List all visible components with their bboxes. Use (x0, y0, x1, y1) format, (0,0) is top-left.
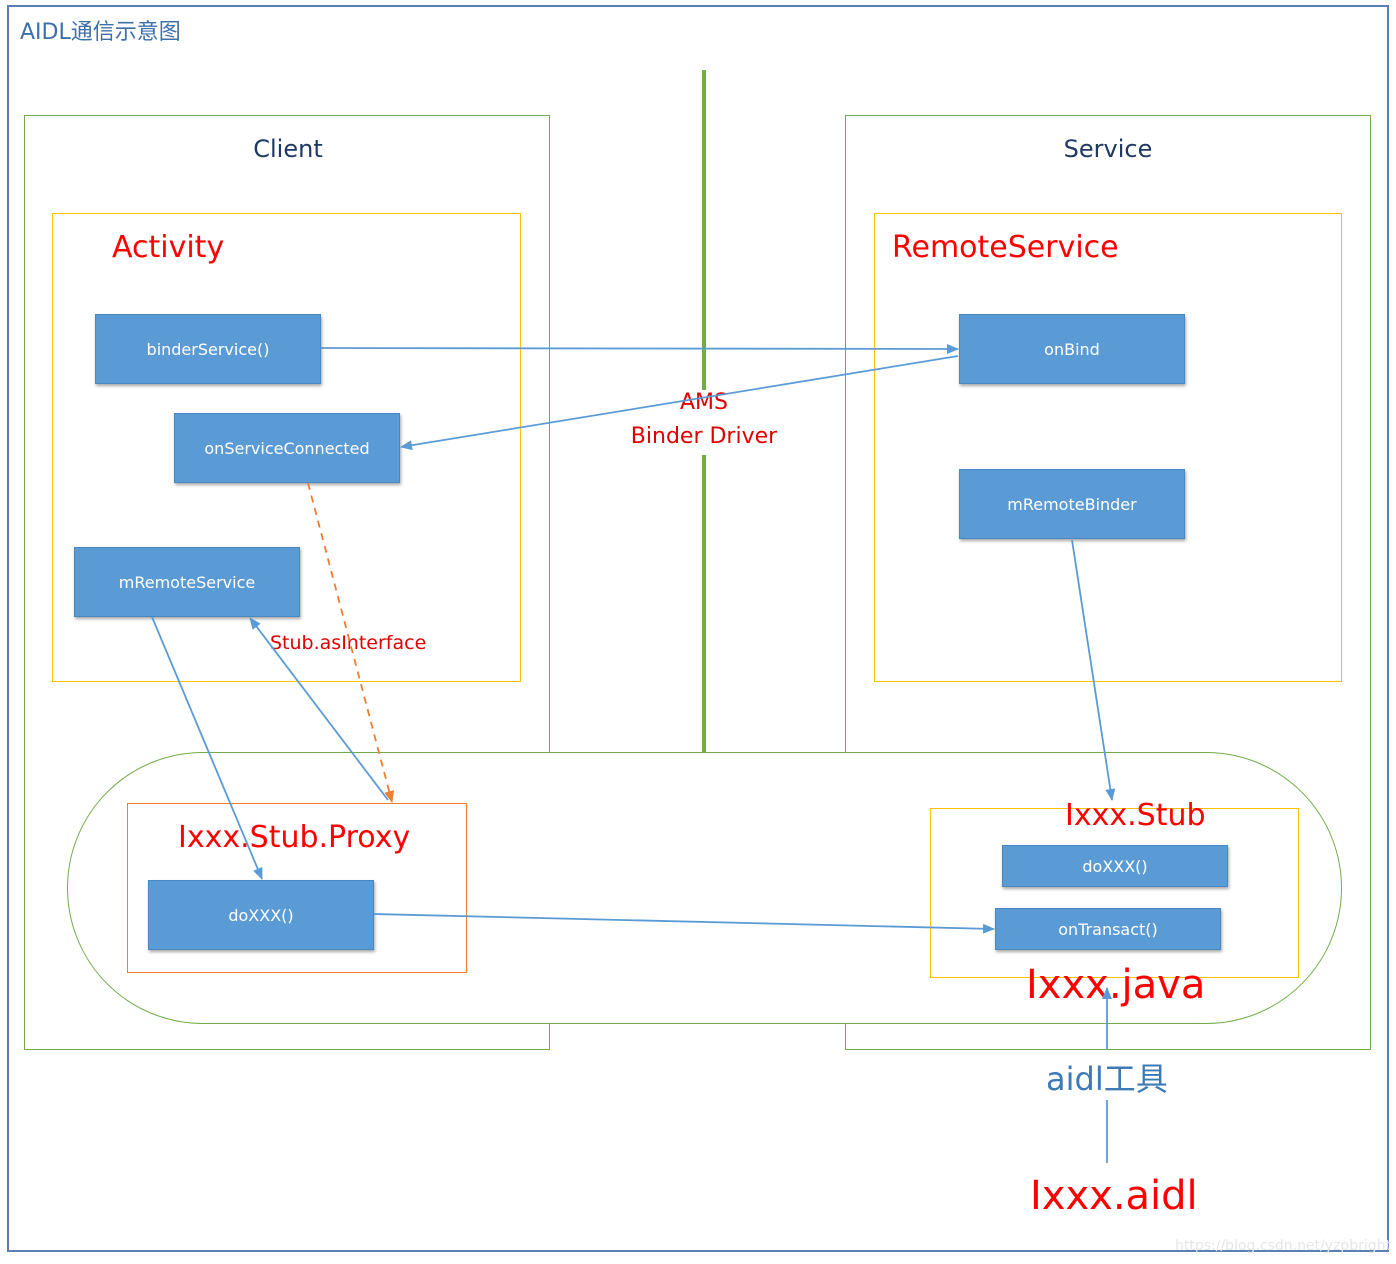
client-lane (24, 115, 550, 1050)
diagram-frame (7, 5, 1389, 1252)
service-lane (845, 115, 1371, 1050)
arrow-on-bind-to-on-service-connected (400, 355, 959, 451)
aidl-tool-label: aidl工具 (1046, 1060, 1168, 1098)
stub-as-interface-label: Stub.asInterface (270, 632, 427, 654)
aidl-file-label: Ixxx.aidl (1030, 1173, 1198, 1219)
on-service-connected-box[interactable]: onServiceConnected (174, 413, 400, 483)
arrow-on-service-connected-to-proxy (307, 482, 395, 803)
activity-box (52, 213, 521, 682)
stub-do-xxx-box[interactable]: doXXX() (1002, 845, 1228, 887)
binder-service-box[interactable]: binderService() (95, 314, 321, 384)
stub-title: Ixxx.Stub (1065, 798, 1206, 833)
stub-proxy-title: Ixxx.Stub.Proxy (178, 820, 411, 855)
arrow-m-remote-binder-to-stub (1071, 539, 1116, 801)
m-remote-service-box[interactable]: mRemoteService (74, 547, 300, 617)
remote-service-title: RemoteService (892, 230, 1119, 265)
m-remote-binder-box[interactable]: mRemoteBinder (959, 469, 1185, 539)
process-boundary-line-lower (702, 455, 706, 752)
java-file-label: Ixxx.java (1026, 962, 1206, 1008)
arrow-stub-as-interface (249, 617, 389, 801)
arrow-proxy-do-xxx-to-on-transact (373, 913, 995, 934)
on-transact-box[interactable]: onTransact() (995, 908, 1221, 950)
arrow-m-remote-service-to-proxy-do-xxx (151, 616, 263, 880)
watermark: https://blog.csdn.net/yzpbright (1175, 1238, 1392, 1254)
service-lane-title: Service (1063, 135, 1153, 163)
binder-driver-label: Binder Driver (630, 424, 778, 449)
activity-title: Activity (112, 230, 225, 265)
arrow-binder-service-to-on-bind (320, 343, 959, 354)
process-boundary-line-upper (702, 70, 706, 390)
on-bind-box[interactable]: onBind (959, 314, 1185, 384)
remote-service-box (874, 213, 1342, 682)
proxy-do-xxx-box[interactable]: doXXX() (148, 880, 374, 950)
client-lane-title: Client (253, 135, 323, 163)
diagram-title: AIDL通信示意图 (20, 20, 181, 45)
